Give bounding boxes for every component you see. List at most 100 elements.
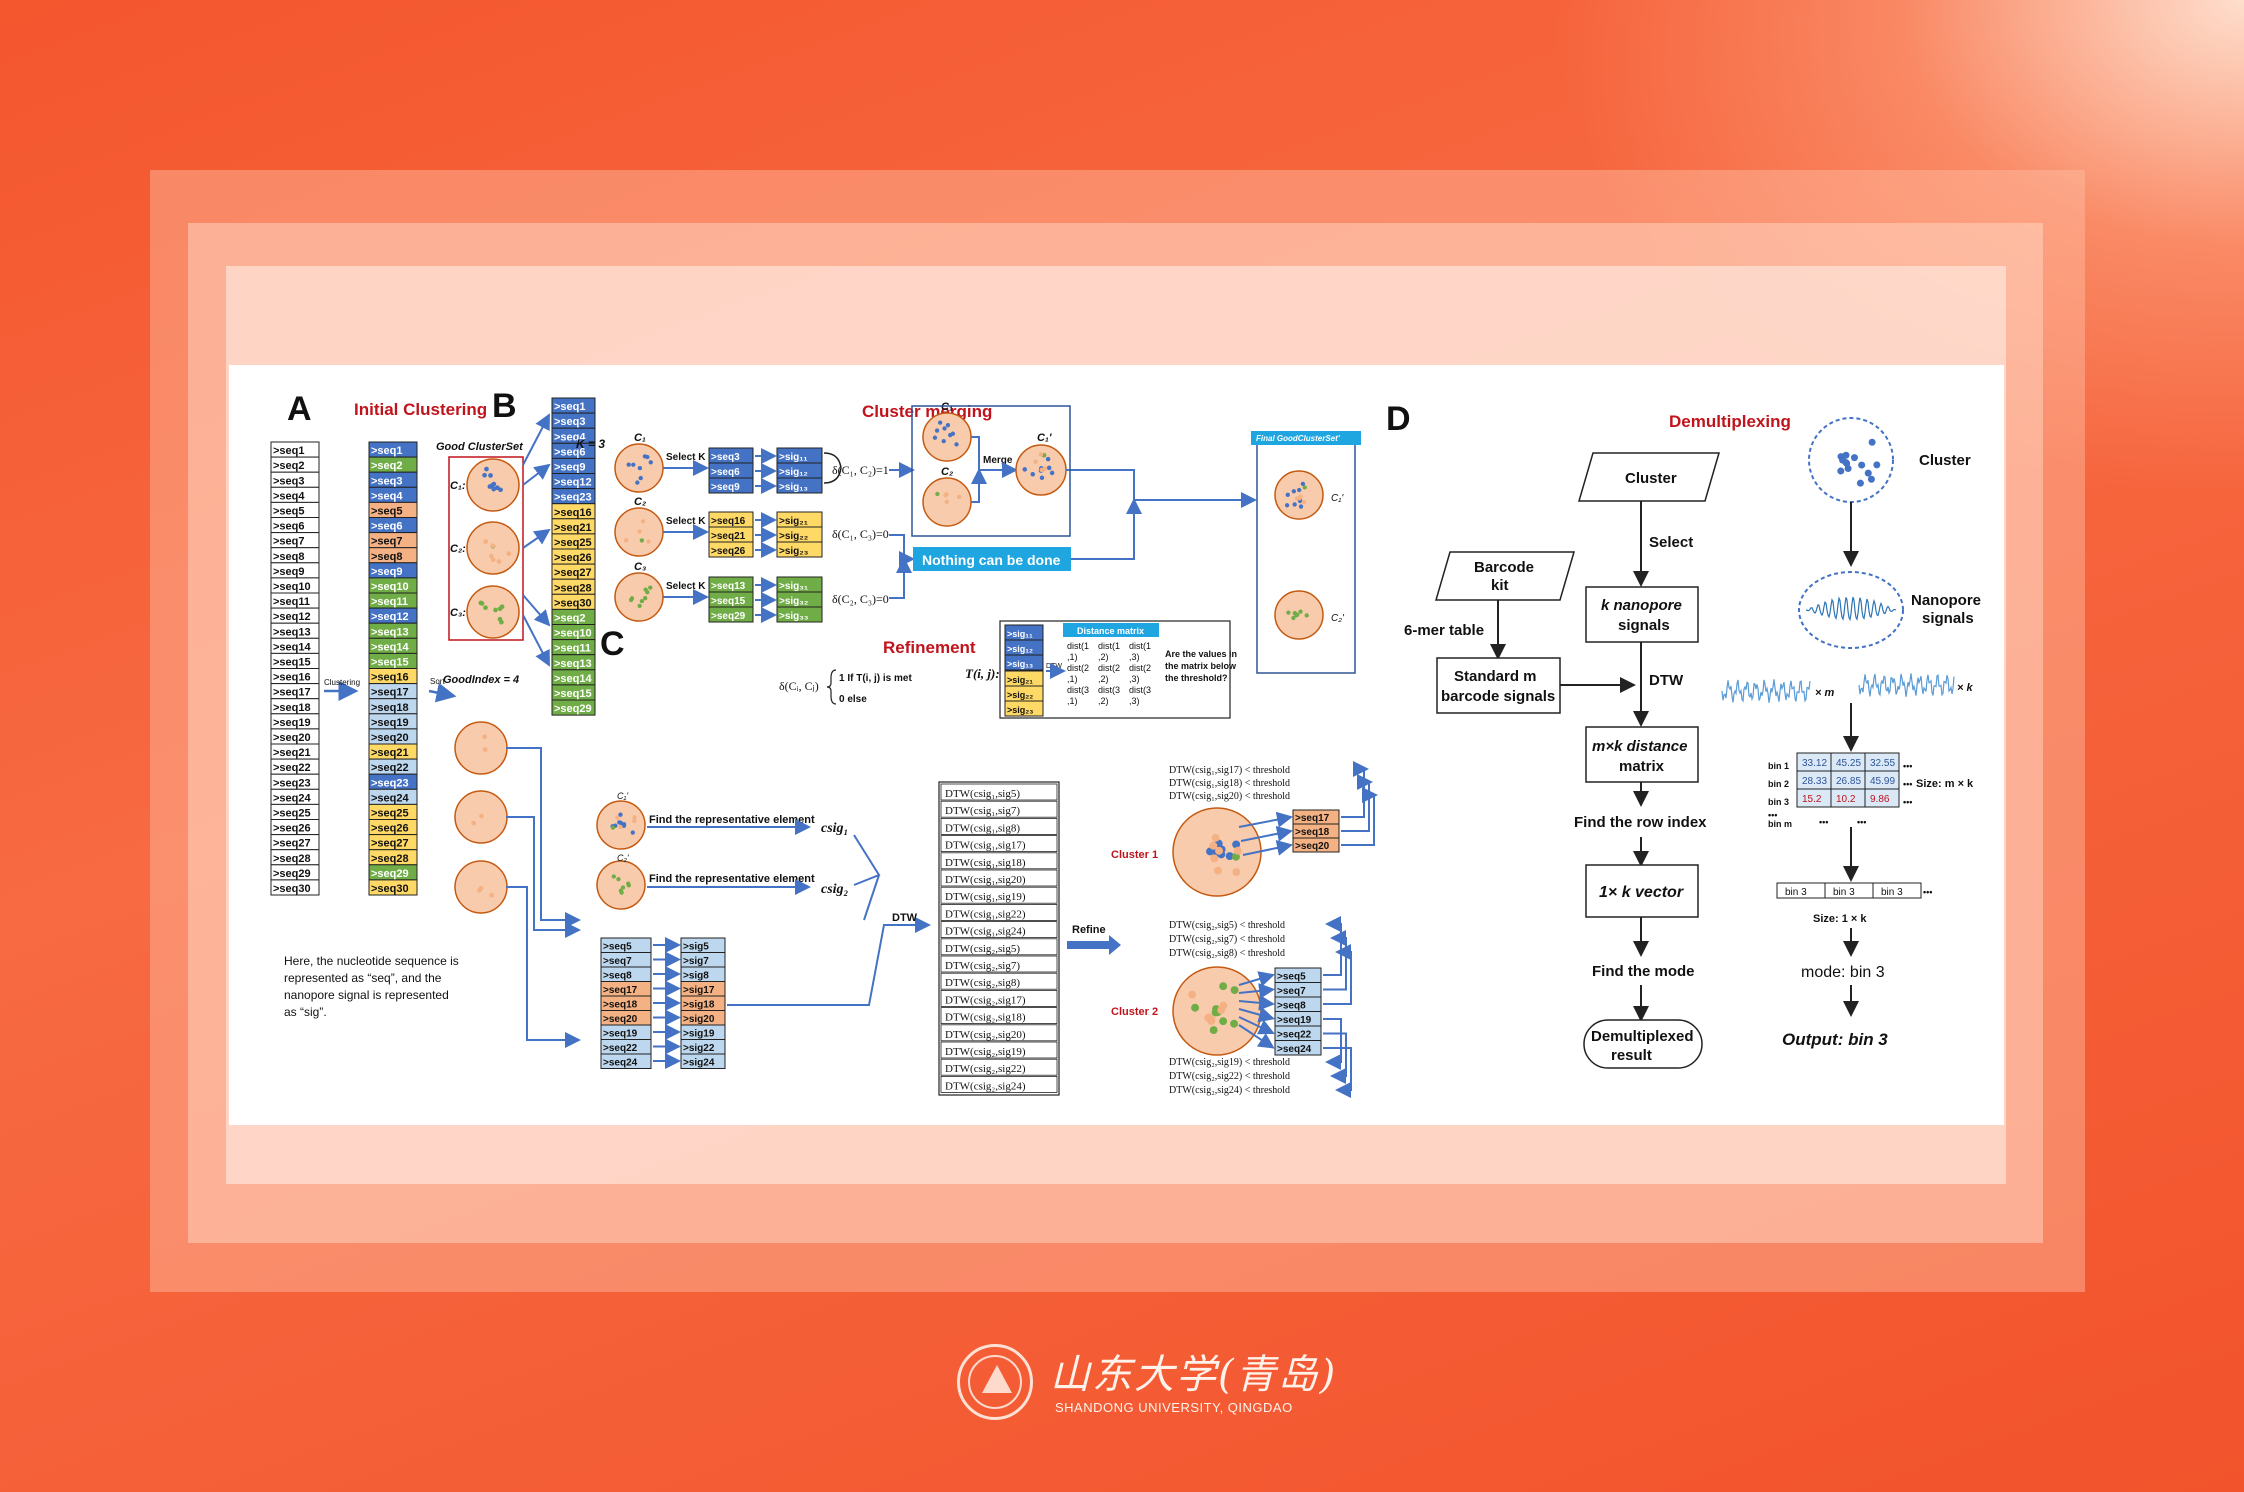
selected-sig: >sig₂₃	[779, 546, 809, 557]
csig-merge-lines	[853, 834, 881, 921]
cluster-dot	[629, 596, 635, 601]
row-index-label: Find the row index	[1574, 814, 1707, 831]
cluster-dot	[1188, 990, 1197, 999]
cluster2-seq-arrow	[1238, 1007, 1275, 1023]
bin-label: bin 1	[1768, 761, 1789, 771]
cluster-dot	[956, 494, 962, 500]
colored-seq-item: >seq5	[371, 506, 403, 518]
threshold-question: the threshold?	[1165, 673, 1228, 683]
distance-matrix-cell: dist(3	[1098, 685, 1120, 695]
colored-seq-item: >seq15	[371, 657, 409, 669]
barcode-kit	[1435, 551, 1575, 601]
vector-cell-value: bin 3	[1833, 887, 1855, 898]
cluster-dot	[630, 830, 635, 835]
distance-matrix-cell: dist(3	[1129, 685, 1151, 695]
dtw-list-cell	[940, 783, 1058, 801]
dtw-list-item: DTW(csig₂,sig22)	[945, 1063, 1026, 1075]
cluster-dot	[1298, 609, 1303, 614]
dtw-list-cell	[940, 869, 1058, 887]
panel-b-letter: B	[492, 387, 517, 425]
threshold-c2-top: DTW(csig₂,sig8) < threshold	[1169, 948, 1285, 959]
colored-seq-item: >seq6	[371, 521, 403, 533]
threshold-link	[1323, 944, 1352, 1005]
cluster-dot	[948, 432, 953, 438]
threshold-c1: DTW(csig₁,sig18) < threshold	[1169, 778, 1290, 789]
cluster1-label: Cluster 1	[1111, 849, 1158, 861]
seq-item: >seq13	[273, 626, 311, 638]
selected-sig: >sig₁₃	[779, 482, 808, 493]
selected-sig: >sig₃₂	[779, 596, 808, 607]
distance-matrix-cell: ,1)	[1067, 696, 1078, 706]
to-dtw-list-arrow	[727, 917, 931, 1006]
cluster-dot	[1209, 1026, 1218, 1035]
sorted-seq-item: >seq11	[554, 643, 591, 655]
logo-english-name: SHANDONG UNIVERSITY, QINGDAO	[1055, 1400, 1293, 1415]
cluster-dot	[487, 484, 493, 489]
cluster-dot	[482, 747, 488, 752]
selected-seq: >seq16	[711, 516, 746, 527]
merge-flow-arrow	[971, 436, 1018, 478]
threshold-question: Are the values in	[1165, 649, 1237, 659]
colored-seq-item: >seq26	[371, 823, 409, 835]
colored-seq-item: >seq7	[371, 536, 403, 548]
seq-item: >seq26	[273, 823, 311, 835]
cluster-dot	[1858, 461, 1866, 469]
vector-cell-value: bin 3	[1881, 887, 1903, 898]
csig1-label: csig₁	[821, 821, 848, 836]
cluster-dot	[484, 466, 489, 472]
nanopore-label-1: Nanopore	[1911, 592, 1981, 609]
cluster-dot	[1867, 475, 1875, 483]
cluster-dot	[1300, 481, 1306, 487]
bin-label: bin 2	[1768, 779, 1789, 789]
refine-sig: >sig17	[683, 985, 715, 996]
cluster-dot	[496, 559, 502, 564]
seq-item: >seq1	[273, 445, 305, 457]
sorted-sequence-list: >seq1>seq3>seq4>seq6>seq9>seq12>seq23>se…	[551, 397, 596, 716]
selected-seq: >seq29	[711, 611, 746, 622]
c3-label: C₃	[634, 561, 646, 573]
refine-c1-label: C₁'	[617, 791, 628, 801]
colored-seq-item: >seq2	[371, 460, 403, 472]
refine-sig: >sig7	[683, 956, 709, 967]
cluster-dot	[1049, 470, 1055, 476]
cluster-dot	[1030, 472, 1036, 477]
refine-seq: >seq20	[603, 1014, 638, 1025]
selected-sig: >sig₂₁	[779, 516, 808, 527]
cluster-dot	[1205, 1013, 1214, 1022]
cluster-dot	[1294, 613, 1299, 618]
no-merge-arrow	[889, 534, 915, 567]
cluster-dot	[482, 734, 487, 740]
selected-sig: >sig₃₁	[779, 581, 808, 592]
cluster-dot	[1844, 465, 1852, 473]
cluster-dot	[1301, 499, 1306, 505]
cluster-dot	[645, 454, 650, 460]
cluster-dot	[1837, 453, 1845, 461]
merge-flow-arrow	[971, 468, 987, 503]
colored-seq-item: >seq20	[371, 732, 409, 744]
cluster-dot	[1214, 866, 1222, 875]
k-equals-label: K = 3	[576, 437, 605, 451]
dist-matrix-value: 10.2	[1836, 794, 1856, 805]
cluster1-seq-arrow	[1238, 811, 1293, 828]
cluster-dot	[1045, 456, 1051, 462]
result-label-2: result	[1611, 1047, 1652, 1064]
cluster-dot	[1042, 466, 1047, 471]
sorted-seq-item: >seq26	[554, 552, 592, 564]
cluster-dot	[639, 538, 644, 543]
to-final-arrow	[1066, 469, 1257, 508]
cluster-dot	[1039, 475, 1045, 481]
distance-matrix-cell: ,3)	[1129, 652, 1140, 662]
t-matrix-sig-c1: >sig₁₃	[1007, 659, 1033, 669]
cluster2-seq-arrow	[1238, 982, 1275, 999]
cluster-dot	[1291, 615, 1296, 621]
cluster-link-arrow	[522, 413, 550, 466]
cluster-dot	[1292, 502, 1297, 507]
distance-matrix-cell: dist(3	[1067, 685, 1089, 695]
barcode-wave-icon	[1721, 679, 1811, 703]
selected-sig: >sig₂₂	[779, 531, 808, 542]
bin-label: bin 3	[1768, 797, 1789, 807]
seq-item: >seq3	[273, 475, 305, 487]
cluster-dot	[1033, 459, 1038, 464]
dtw-label: DTW	[892, 912, 918, 924]
dots-col: •••	[1857, 817, 1866, 827]
